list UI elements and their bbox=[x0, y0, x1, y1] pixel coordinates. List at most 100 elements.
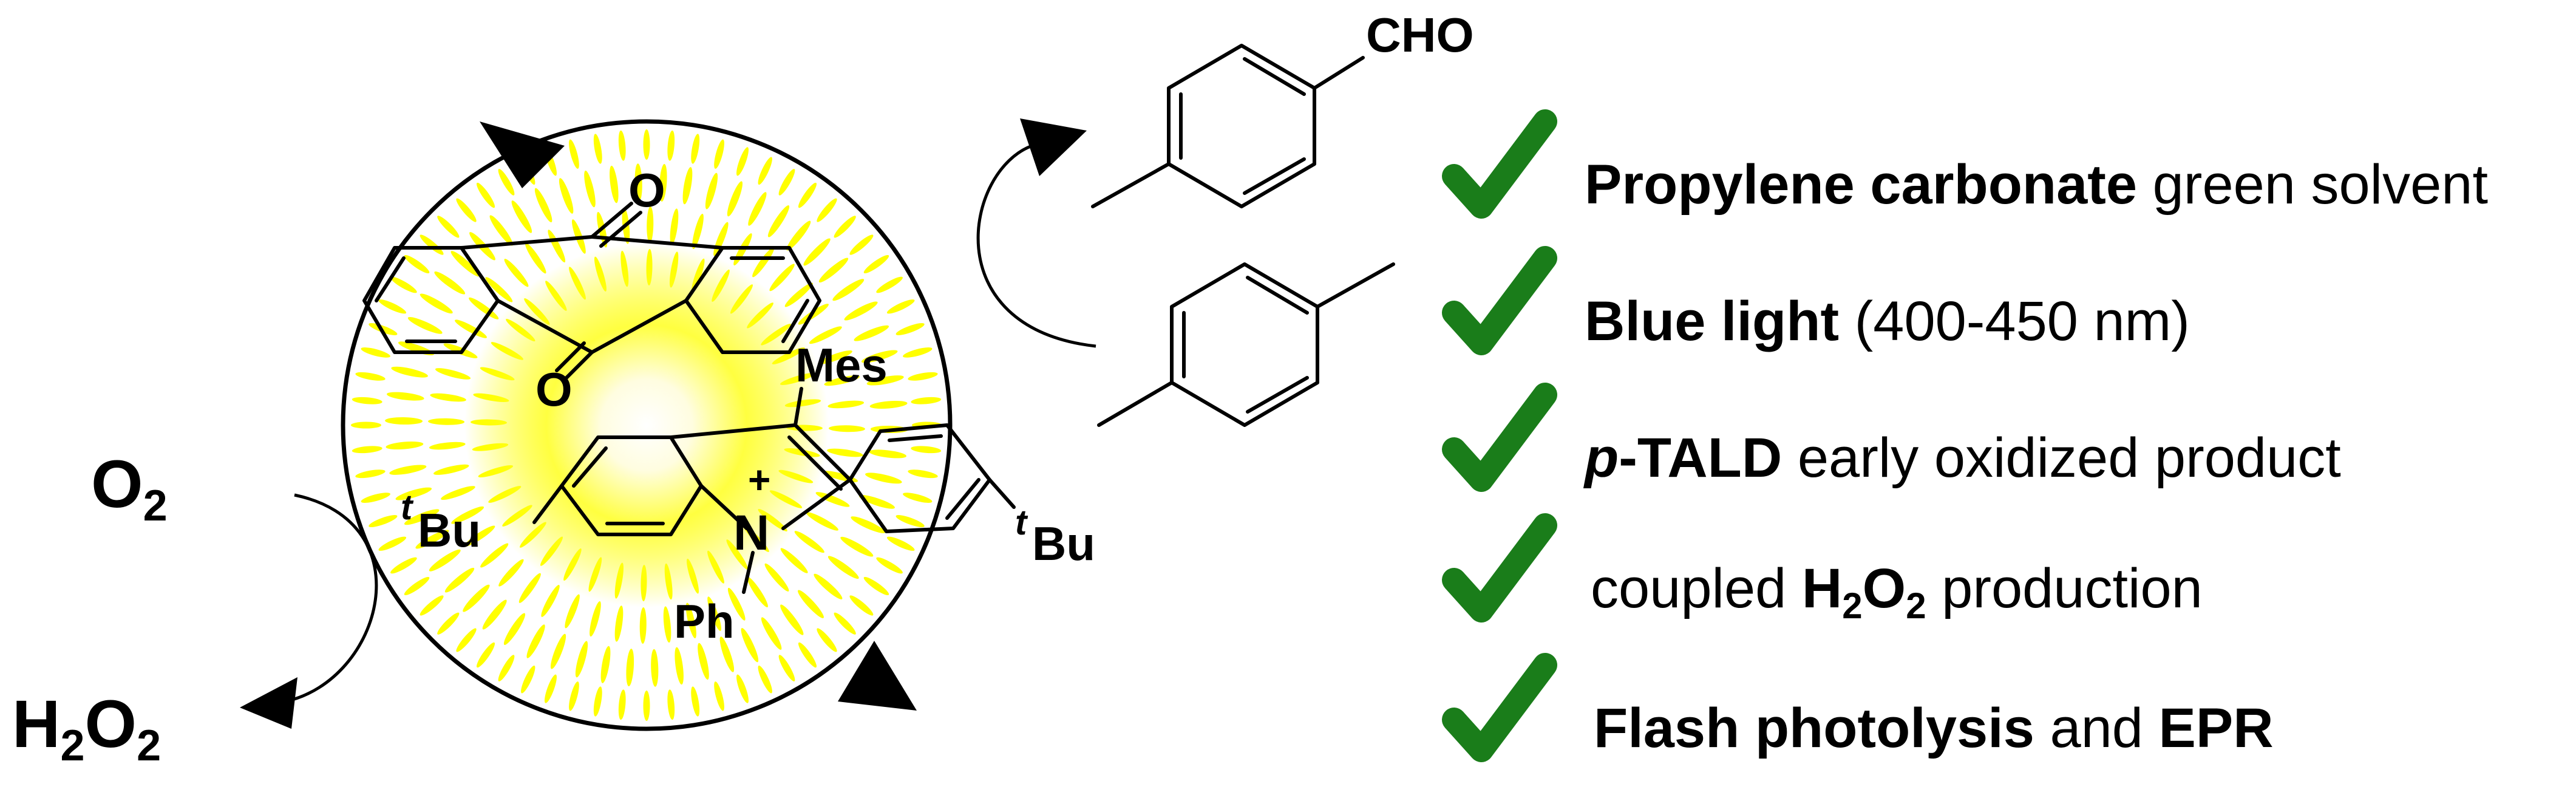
light-ray bbox=[386, 441, 424, 450]
aldehyde-label: CHO bbox=[1366, 8, 1474, 62]
light-ray bbox=[761, 617, 782, 650]
light-ray bbox=[675, 647, 684, 685]
light-ray bbox=[355, 372, 386, 381]
light-ray bbox=[818, 258, 849, 283]
light-ray bbox=[736, 674, 749, 703]
light-ray bbox=[634, 163, 642, 202]
light-ray bbox=[464, 525, 495, 547]
feature-2: Blue light (400-450 nm) bbox=[1585, 290, 2190, 352]
carbonyl-o-top: O bbox=[628, 163, 665, 217]
light-ray bbox=[420, 234, 444, 255]
light-ray bbox=[643, 691, 650, 721]
check-icon bbox=[1442, 513, 1557, 623]
light-ray bbox=[437, 612, 460, 635]
light-ray bbox=[451, 506, 484, 524]
light-ray bbox=[851, 516, 886, 533]
light-ray bbox=[504, 259, 529, 287]
light-ray bbox=[778, 655, 795, 681]
light-ray bbox=[352, 446, 382, 454]
light-ray bbox=[840, 536, 874, 557]
light-ray bbox=[834, 216, 856, 238]
light-ray bbox=[361, 347, 390, 358]
light-ray bbox=[430, 393, 466, 402]
light-ray bbox=[569, 139, 579, 169]
light-ray bbox=[886, 536, 915, 551]
light-ray bbox=[433, 464, 469, 475]
light-ray bbox=[832, 279, 865, 301]
light-ray bbox=[544, 674, 557, 703]
light-ray bbox=[714, 681, 724, 711]
light-ray bbox=[667, 689, 675, 720]
light-ray bbox=[698, 643, 709, 680]
light-ray bbox=[480, 543, 509, 568]
light-ray bbox=[352, 397, 382, 404]
light-ray bbox=[534, 188, 552, 223]
light-ray bbox=[736, 147, 749, 176]
p-xylene bbox=[1097, 262, 1395, 427]
light-ray bbox=[584, 170, 596, 208]
light-ray bbox=[828, 556, 859, 579]
tbu-left: Bu bbox=[418, 503, 481, 557]
light-ray bbox=[817, 198, 837, 222]
light-ray bbox=[575, 641, 588, 678]
light-ray bbox=[794, 531, 824, 553]
light-ray bbox=[548, 230, 566, 263]
light-ray bbox=[818, 350, 852, 364]
light-ray bbox=[798, 642, 817, 668]
light-ray bbox=[834, 612, 856, 635]
light-ray bbox=[707, 596, 722, 631]
light-ray bbox=[387, 392, 424, 401]
nitrogen-charge: + bbox=[748, 458, 770, 502]
light-ray bbox=[369, 515, 398, 528]
light-ray bbox=[521, 665, 535, 694]
feature-list: Propylene carbonate green solvent Blue l… bbox=[1442, 109, 2488, 762]
light-ray bbox=[593, 686, 602, 717]
light-ray bbox=[482, 599, 507, 630]
catalytic-cycle-ring bbox=[341, 119, 953, 731]
light-ray bbox=[814, 573, 843, 599]
light-ray bbox=[752, 247, 775, 278]
light-ray bbox=[463, 584, 490, 612]
light-ray bbox=[886, 299, 915, 314]
light-ray bbox=[727, 587, 746, 621]
light-ray bbox=[444, 567, 475, 593]
light-ray bbox=[849, 234, 874, 255]
feature-4: coupled H2O2 production bbox=[1591, 558, 2203, 626]
feature-1: Propylene carbonate green solvent bbox=[1585, 154, 2488, 216]
light-ray bbox=[407, 317, 443, 334]
check-icon bbox=[1442, 109, 1557, 219]
light-ray bbox=[903, 347, 933, 358]
check-icon bbox=[1442, 383, 1557, 492]
light-ray bbox=[803, 238, 831, 266]
light-ray bbox=[908, 372, 938, 381]
light-ray bbox=[692, 213, 704, 250]
light-ray bbox=[435, 368, 471, 380]
light-ray bbox=[476, 642, 495, 668]
feature-3: p-TALD early oxidized product bbox=[1583, 427, 2341, 489]
light-ray bbox=[503, 613, 526, 645]
light-ray bbox=[827, 448, 863, 457]
light-ray bbox=[450, 251, 480, 277]
light-ray bbox=[780, 604, 804, 635]
light-ray bbox=[651, 649, 659, 687]
light-ray bbox=[863, 254, 889, 274]
light-ray bbox=[908, 469, 938, 479]
light-ray bbox=[526, 624, 545, 658]
check-icon bbox=[1442, 246, 1557, 355]
light-ray bbox=[429, 442, 466, 450]
reduction-arrow bbox=[285, 493, 378, 703]
light-ray bbox=[861, 350, 898, 363]
light-ray bbox=[404, 254, 430, 274]
light-ray bbox=[390, 557, 417, 574]
light-ray bbox=[705, 172, 718, 210]
light-ray bbox=[456, 628, 477, 652]
light-ray bbox=[428, 418, 465, 425]
light-ray bbox=[747, 576, 768, 607]
light-ray bbox=[590, 601, 601, 637]
light-ray bbox=[828, 425, 865, 432]
light-ray bbox=[798, 182, 817, 208]
light-ray bbox=[593, 134, 602, 164]
light-ray bbox=[691, 686, 700, 717]
light-ray bbox=[355, 469, 386, 479]
light-ray bbox=[389, 465, 427, 475]
